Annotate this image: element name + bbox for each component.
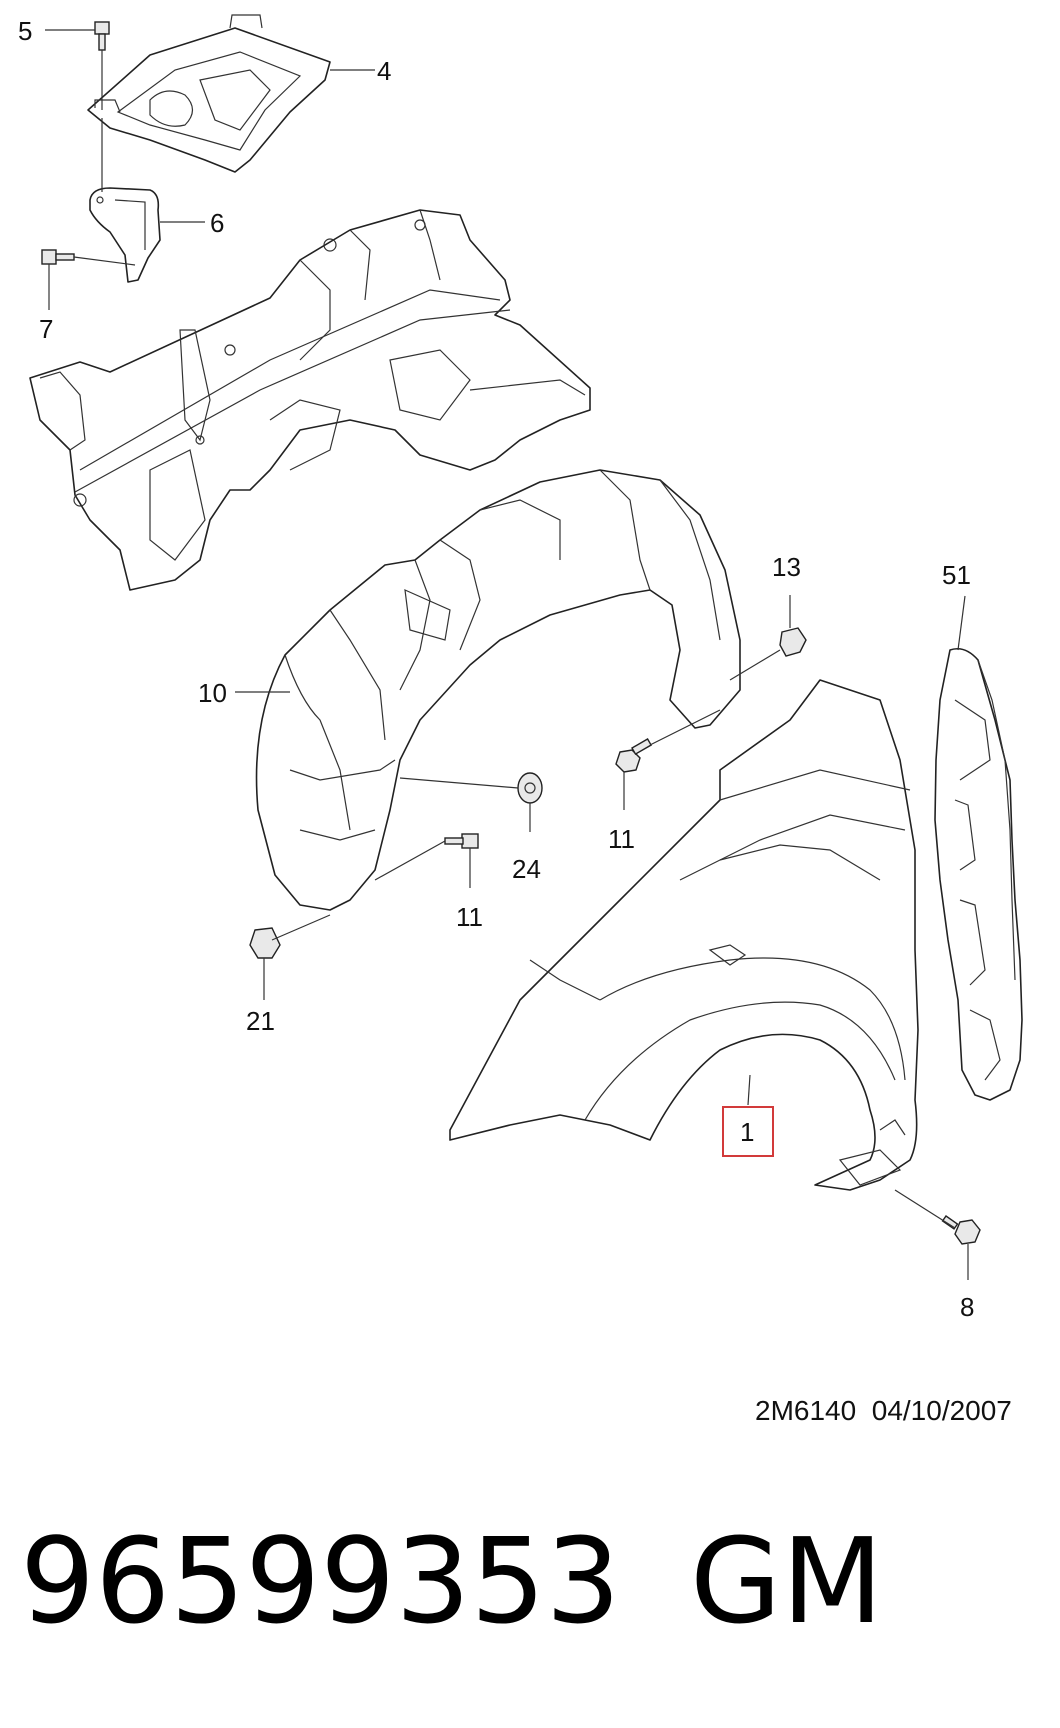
bolt-11-upper-part (615, 738, 653, 773)
callout-24: 24 (512, 854, 541, 884)
callout-5: 5 (18, 16, 32, 46)
callout-11-upper: 11 (608, 824, 635, 854)
brand-label: GM (690, 1512, 883, 1650)
callout-6: 6 (210, 208, 224, 238)
clip-21-part (249, 927, 281, 959)
screw-8-part (941, 1215, 981, 1245)
wheelhouse-liner-part (255, 469, 741, 911)
bolt-5-part (94, 21, 110, 51)
leader-lines (45, 29, 969, 1280)
bolt-11-lower-part (444, 833, 479, 849)
callout-7: 7 (39, 314, 53, 344)
callout-13: 13 (772, 552, 801, 582)
drawing-stamp: 2M6140 04/10/2007 (755, 1395, 1012, 1426)
bracket-6-part (89, 187, 161, 283)
highlight-box (722, 1106, 774, 1157)
front-frame-assembly (29, 209, 591, 591)
callout-21: 21 (246, 1006, 275, 1036)
callout-1: 1 (740, 1117, 754, 1147)
screw-7-part (41, 249, 75, 265)
clip-13-part (779, 627, 807, 657)
front-fender-part (449, 679, 919, 1191)
battery-tray-part (87, 14, 331, 173)
fender-seal-51-part (934, 647, 1023, 1101)
callout-8: 8 (960, 1292, 974, 1322)
nut-24-part (517, 772, 543, 804)
callout-10: 10 (198, 678, 227, 708)
callout-11-lower: 11 (456, 902, 483, 932)
callout-4: 4 (377, 56, 391, 86)
callout-51: 51 (942, 560, 971, 590)
part-number: 96599353 (20, 1512, 621, 1650)
